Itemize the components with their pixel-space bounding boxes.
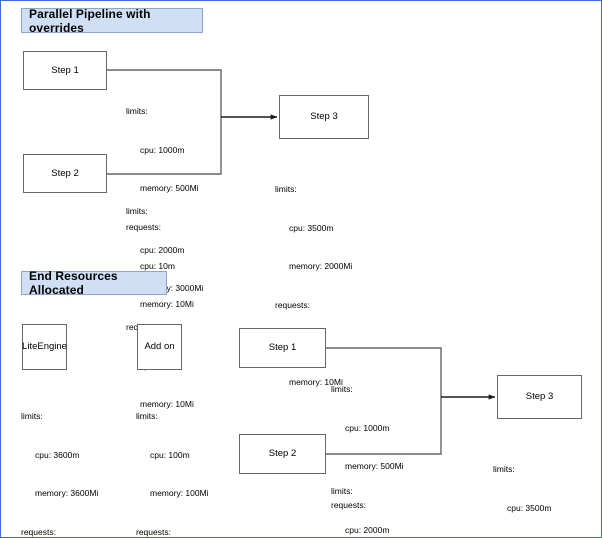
spec-bottom-step-1: limits: cpu: 1000m memory: 500Mi request… (331, 357, 404, 537)
spec-requests-memory: memory: 10Mi (140, 399, 194, 410)
spec-bottom-step-3: limits: cpu: 3500m memory: 2000Mi reques… (493, 437, 570, 537)
node-label: Step 2 (268, 448, 297, 460)
node-label: Step 1 (268, 342, 297, 354)
node-bottom-step-1[interactable]: Step 1 (239, 328, 326, 368)
spec-limits-memory: memory: 2000Mi (289, 261, 353, 272)
spec-requests-label: requests: (126, 221, 161, 232)
spec-requests-memory: memory: 10Mi (140, 299, 194, 310)
spec-limits-cpu: cpu: 3600m (35, 449, 80, 460)
spec-requests-label: requests: (275, 299, 310, 310)
spec-bottom-step-2: limits: cpu: 2000m memory: 3000Mi reques… (331, 459, 408, 537)
spec-limits-label: limits: (21, 410, 43, 421)
spec-limits-label: limits: (493, 463, 515, 474)
node-bottom-step-2[interactable]: Step 2 (239, 434, 326, 474)
spec-limits-cpu: cpu: 1000m (140, 144, 185, 155)
node-top-step-3[interactable]: Step 3 (279, 95, 369, 139)
spec-limits-cpu: cpu: 3500m (507, 502, 552, 513)
banner-label: Parallel Pipeline with overrides (29, 6, 151, 35)
node-label: Step 2 (51, 167, 79, 179)
spec-requests-label: requests: (21, 526, 56, 537)
spec-limits-cpu: cpu: 2000m (140, 244, 185, 255)
spec-limits-label: limits: (331, 485, 353, 496)
node-label: Step 3 (310, 111, 338, 123)
spec-requests-memory: memory: 10Mi (289, 377, 343, 388)
banner-parallel-pipeline: Parallel Pipeline with overrides (21, 6, 203, 35)
spec-limits-cpu: cpu: 2000m (345, 524, 390, 535)
spec-limits-cpu: cpu: 100m (150, 449, 190, 460)
spec-top-step-1: limits: cpu: 1000m memory: 500Mi request… (126, 79, 199, 337)
spec-requests-label: requests: (136, 526, 171, 537)
spec-limits-label: limits: (331, 383, 353, 394)
node-bottom-step-3[interactable]: Step 3 (497, 375, 582, 419)
spec-limits-label: limits: (126, 205, 148, 216)
spec-limits-cpu: cpu: 1000m (345, 422, 390, 433)
node-label: Add on (144, 341, 175, 353)
banner-label: End Resources Allocated (29, 269, 118, 297)
spec-limits-label: limits: (136, 410, 158, 421)
node-lite-engine[interactable]: LiteEngine (22, 324, 67, 370)
spec-limits-memory: memory: 100Mi (150, 488, 209, 499)
node-label-line2: Engine (37, 341, 67, 353)
spec-requests-cpu: cpu: 10m (140, 260, 175, 271)
spec-limits-label: limits: (275, 183, 297, 194)
spec-limits-memory: memory: 3600Mi (35, 488, 99, 499)
spec-lite-engine: limits: cpu: 3600m memory: 3600Mi reques… (21, 384, 99, 537)
spec-limits-memory: memory: 500Mi (345, 461, 404, 472)
node-top-step-2[interactable]: Step 2 (23, 154, 107, 193)
spec-requests-label: requests: (331, 499, 366, 510)
spec-limits-label: limits: (126, 105, 148, 116)
spec-limits-cpu: cpu: 3500m (289, 222, 334, 233)
spec-limits-memory: memory: 500Mi (140, 183, 199, 194)
node-top-step-1[interactable]: Step 1 (23, 51, 107, 90)
node-label: LiteEngine (22, 340, 67, 354)
node-add-on[interactable]: Add on (137, 324, 182, 370)
node-label: Step 1 (51, 64, 79, 76)
banner-end-resources-allocated: End Resources Allocated (21, 269, 167, 297)
spec-add-on: limits: cpu: 100m memory: 100Mi requests… (136, 384, 209, 537)
node-label-line1: Lite (22, 341, 38, 353)
node-label: Step 3 (525, 391, 554, 403)
